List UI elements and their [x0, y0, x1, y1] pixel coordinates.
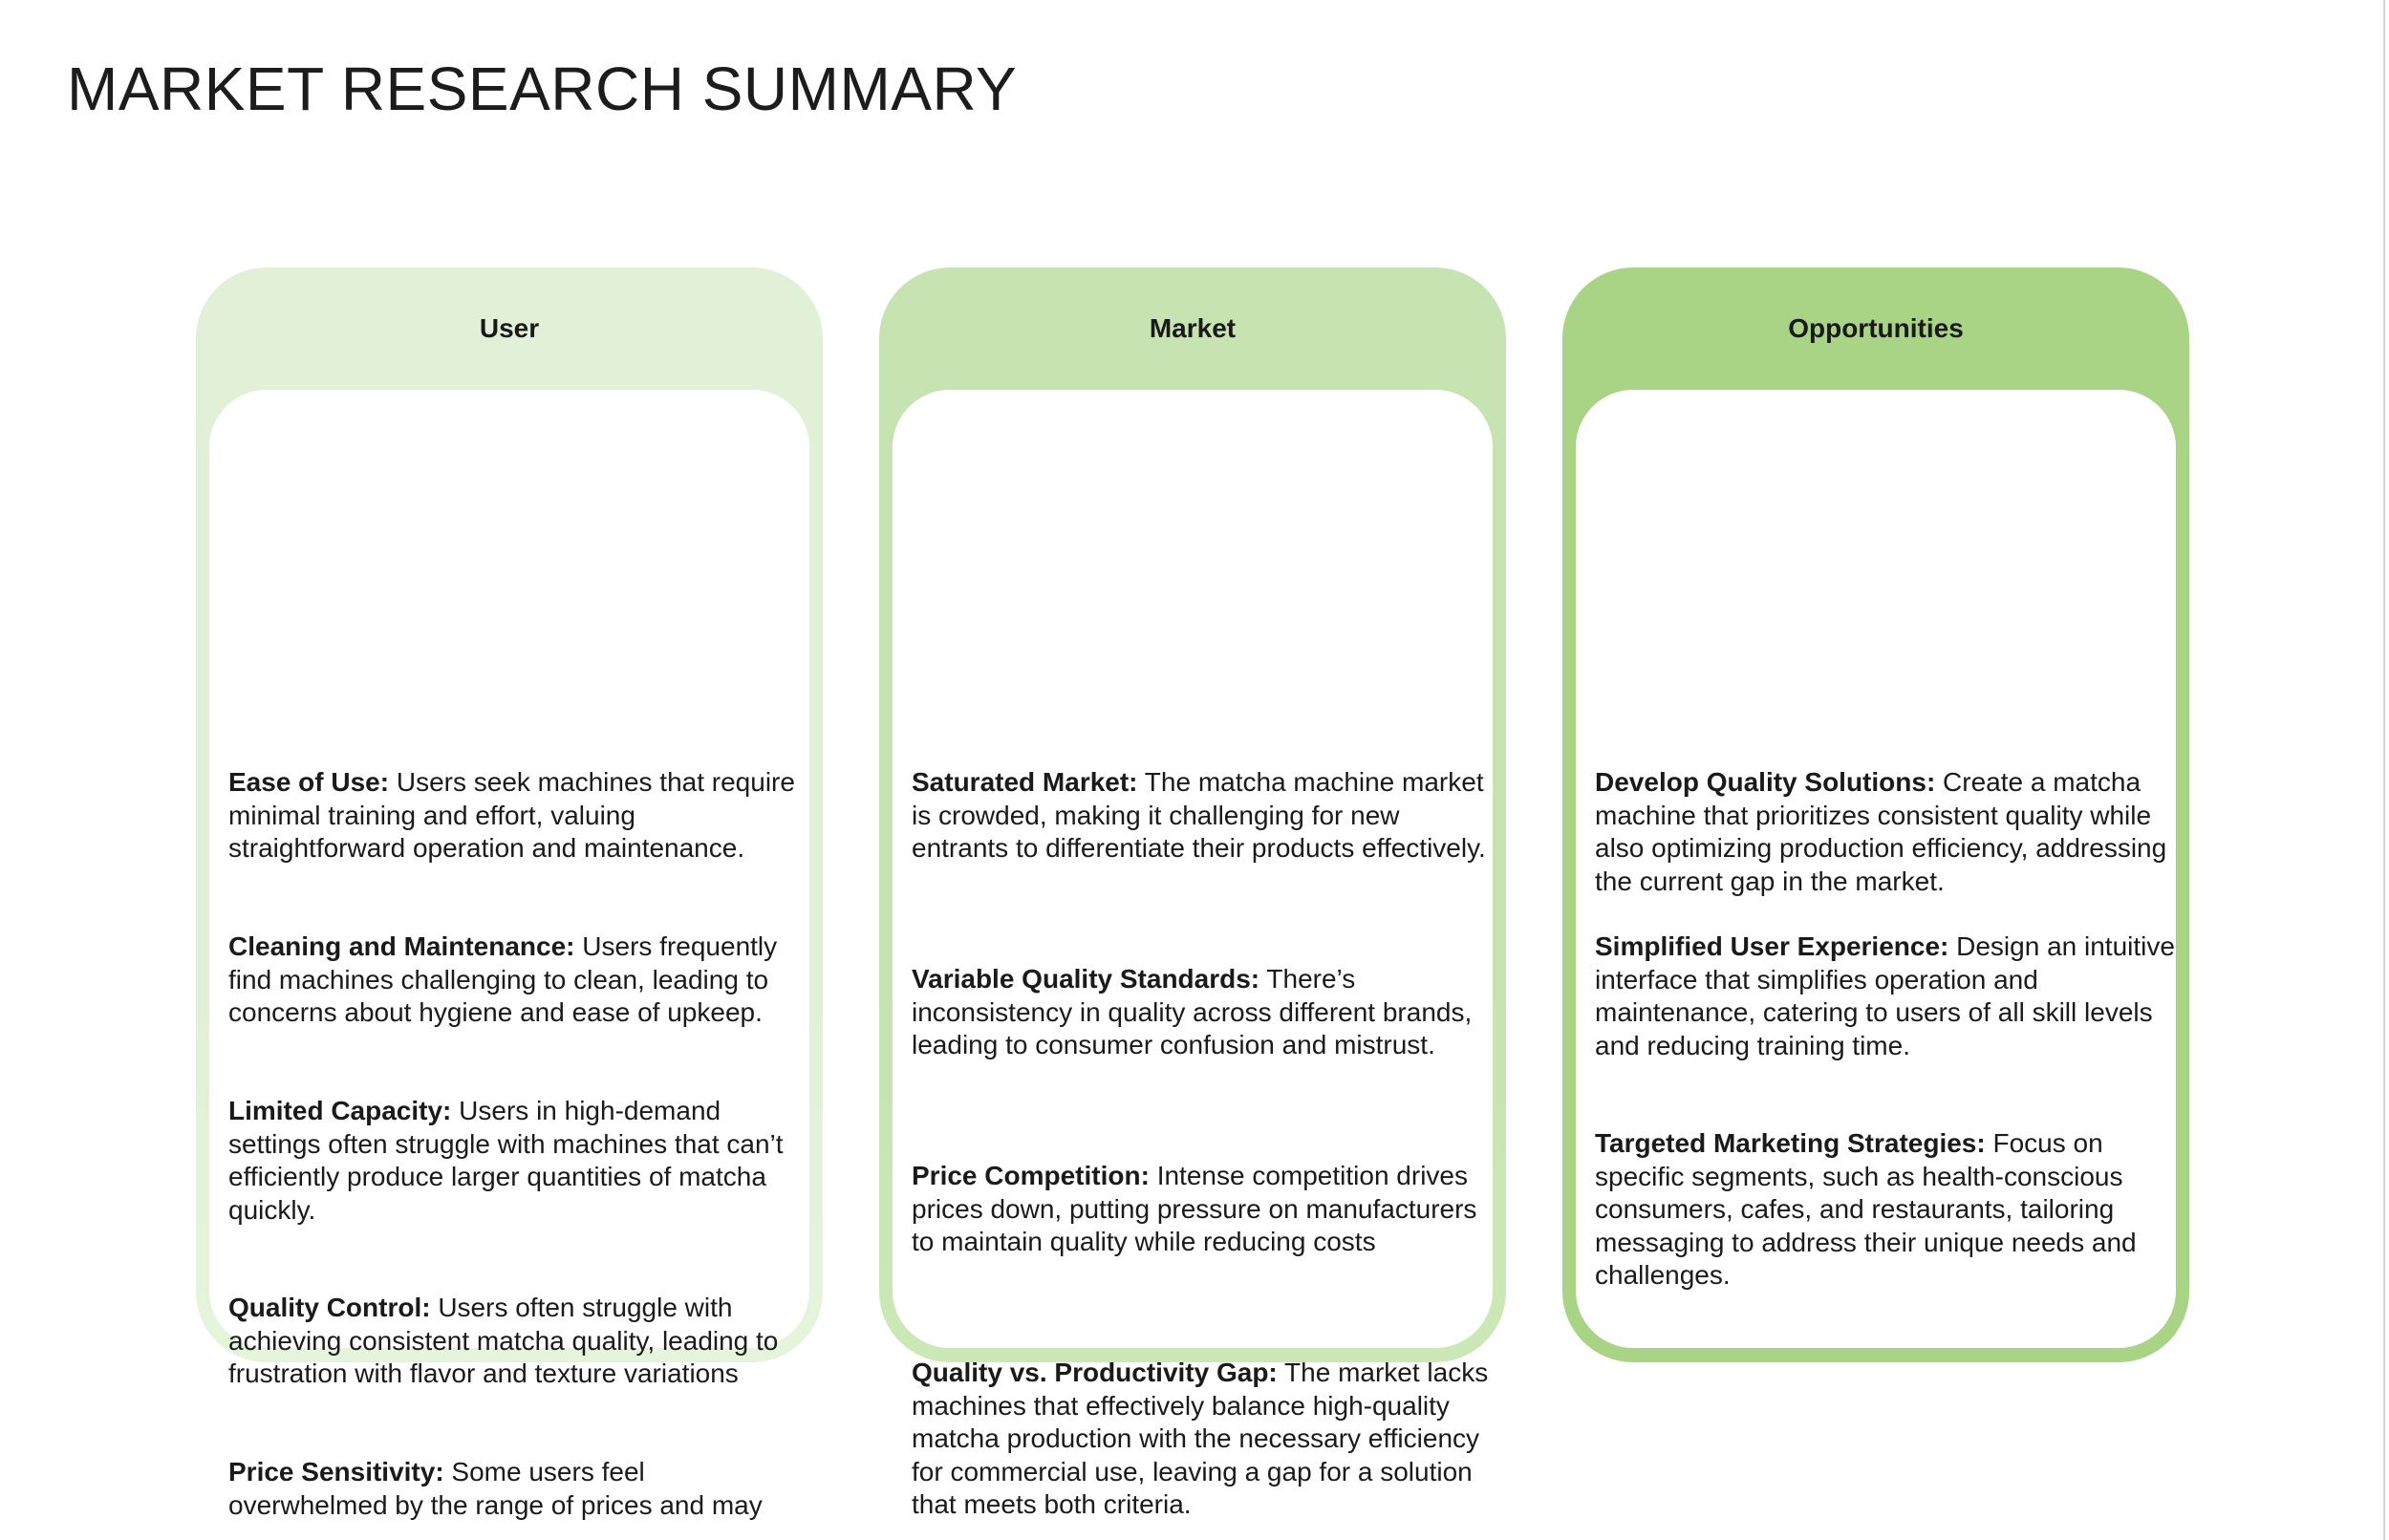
market-column-card: Market Saturated Market: The matcha mach… [879, 267, 1506, 1519]
item-title: Quality vs. Productivity Gap: [912, 1358, 1278, 1387]
market-column-body: Saturated Market: The matcha machine mar… [893, 390, 1495, 1519]
list-item: Simplified User Experience: Design an in… [1595, 930, 2178, 1062]
item-title: Price Sensitivity: [228, 1457, 444, 1487]
item-text: Focus on specific segments, such as heal… [1595, 1128, 2137, 1290]
item-title: Price Competition: [912, 1161, 1150, 1190]
opportunities-column-header: Opportunities [1788, 313, 1964, 343]
item-text: Users seek machines that require minimal… [228, 767, 795, 863]
user-column-header: User [479, 313, 540, 343]
page-title: MARKET RESEARCH SUMMARY [67, 54, 1018, 123]
list-item: Limited Capacity: Users in high-demand s… [228, 1095, 811, 1227]
item-title: Develop Quality Solutions: [1595, 767, 1936, 797]
item-text: Users in high-demand settings often stru… [228, 1096, 784, 1225]
list-item: Price Sensitivity: Some users feel overw… [228, 1456, 811, 1522]
item-text: The market lacks machines that effective… [912, 1358, 1489, 1519]
item-title: Cleaning and Maintenance: [228, 931, 575, 961]
item-title: Ease of Use: [228, 767, 390, 797]
page-edge-divider [2383, 0, 2385, 1540]
user-column-card: User Ease of Use: Users seek machines th… [196, 267, 823, 1520]
item-text: Create a matcha machine that prioritizes… [1595, 767, 2167, 896]
item-title: Targeted Marketing Strategies: [1595, 1128, 1986, 1158]
item-text: The matcha machine market is crowded, ma… [912, 767, 1486, 863]
list-item: Saturated Market: The matcha machine mar… [912, 766, 1495, 866]
item-text: Design an intuitive interface that simpl… [1595, 931, 2175, 1060]
user-column-body: Ease of Use: Users seek machines that re… [209, 390, 811, 1520]
list-item: Cleaning and Maintenance: Users frequent… [228, 930, 811, 1030]
list-item: Ease of Use: Users seek machines that re… [228, 766, 811, 866]
item-title: Saturated Market: [912, 767, 1138, 797]
opportunities-column-body: Develop Quality Solutions: Create a matc… [1576, 390, 2176, 1348]
list-item: Variable Quality Standards: There’s inco… [912, 963, 1495, 1062]
item-text: There’s inconsistency in quality across … [912, 964, 1473, 1059]
item-text: Intense competition drives prices down, … [912, 1161, 1477, 1256]
item-title: Quality Control: [228, 1293, 431, 1322]
market-column-header: Market [1149, 313, 1237, 343]
list-item: Targeted Marketing Strategies: Focus on … [1595, 1127, 2178, 1293]
item-text: Users often struggle with achieving cons… [228, 1293, 779, 1388]
list-item: Quality Control: Users often struggle wi… [228, 1292, 811, 1391]
item-title: Variable Quality Standards: [912, 964, 1260, 994]
opportunities-column-card: Opportunities Develop Quality Solutions:… [1562, 267, 2189, 1362]
item-text: Users frequently find machines challengi… [228, 931, 778, 1027]
list-item: Develop Quality Solutions: Create a matc… [1595, 766, 2178, 898]
list-item: Quality vs. Productivity Gap: The market… [912, 1357, 1495, 1522]
item-title: Simplified User Experience: [1595, 931, 1949, 961]
item-text: Some users feel overwhelmed by the range… [228, 1457, 763, 1520]
item-title: Limited Capacity: [228, 1096, 452, 1125]
list-item: Price Competition: Intense competition d… [912, 1160, 1495, 1259]
